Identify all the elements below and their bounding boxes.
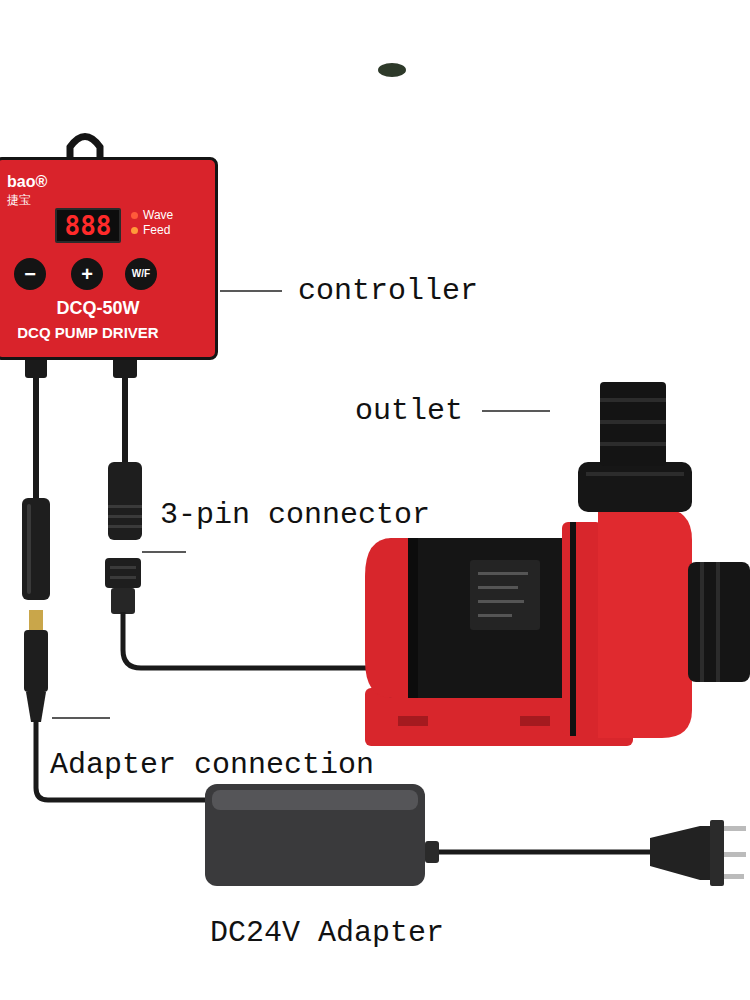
- leader-line: [482, 410, 550, 412]
- socket-thread: [108, 525, 142, 528]
- barrel-socket: [22, 498, 50, 600]
- display-window: 888: [55, 208, 121, 243]
- plus-button: +: [71, 258, 103, 290]
- pump-cable: [122, 378, 128, 464]
- strain-relief: [26, 692, 46, 722]
- print-line: [478, 614, 512, 617]
- dc-plug-body: [24, 630, 48, 692]
- pump-motor: [380, 538, 580, 698]
- pipe-rib: [600, 442, 666, 446]
- base-slot: [520, 716, 550, 726]
- print-line: [478, 600, 524, 603]
- volute-housing: [598, 508, 692, 738]
- callout-label: DC24V Adapter: [210, 918, 444, 948]
- minus-button: −: [14, 258, 46, 290]
- indicator-led: [131, 227, 138, 234]
- flange-gap: [570, 522, 576, 736]
- pipe-rib: [600, 398, 666, 402]
- brand-chinese: 捷宝: [7, 194, 31, 206]
- callout-label: Adapter connection: [50, 750, 374, 780]
- plug-rib: [110, 576, 136, 579]
- base-slot: [398, 716, 428, 726]
- outlet-pipe: [600, 382, 666, 466]
- plug-pin: [724, 826, 746, 831]
- digit-readout: 888: [65, 213, 112, 239]
- pin-plug-body: [111, 588, 135, 614]
- driver-title: DCQ PUMP DRIVER: [17, 325, 158, 340]
- power-cable: [33, 378, 39, 500]
- button-symbol: W/F: [132, 269, 150, 279]
- inlet-rib: [700, 562, 704, 682]
- adapter-socket: [425, 841, 439, 863]
- socket-highlight: [27, 504, 31, 594]
- motor-cap: [365, 538, 410, 698]
- outlet-union: [578, 462, 692, 512]
- socket-thread: [108, 515, 142, 518]
- model-name: DCQ-50W: [56, 299, 139, 317]
- leader-line: [142, 551, 186, 553]
- pin-socket: [108, 462, 142, 540]
- print-line: [478, 572, 528, 575]
- mains-plug-face: [710, 820, 724, 886]
- callout-label: outlet: [355, 396, 463, 426]
- adapter-highlight: [212, 790, 418, 810]
- mode-label: Wave: [143, 209, 173, 221]
- brand-logo: bao®: [7, 174, 47, 190]
- pipe-rib: [600, 420, 666, 424]
- mains-plug: [650, 826, 710, 880]
- button-symbol: −: [24, 264, 36, 284]
- print-panel: [470, 560, 540, 630]
- plug-pin: [724, 852, 746, 857]
- power-adapter: [205, 784, 425, 886]
- controller-box: bao® 捷宝 WaveFeedDCQ-50W DCQ PUMP DRIVER 888 −…: [0, 157, 218, 360]
- button-symbol: +: [81, 264, 93, 284]
- leader-line: [220, 290, 282, 292]
- mode-label: Feed: [143, 224, 170, 236]
- mains-cable: [439, 850, 655, 855]
- union-rib: [586, 472, 684, 476]
- inlet-rib: [716, 562, 720, 682]
- callout-label: 3-pin connector: [160, 500, 430, 530]
- speck: [378, 63, 406, 77]
- pin-plug: [105, 558, 141, 588]
- socket-thread: [108, 505, 142, 508]
- pump-flange: [562, 522, 602, 736]
- plug-pin: [724, 874, 744, 879]
- print-line: [478, 586, 518, 589]
- indicator-led: [131, 212, 138, 219]
- mode-button: W/F: [125, 258, 157, 290]
- cap-band: [408, 538, 418, 698]
- plug-rib: [110, 566, 136, 569]
- callout-label: controller: [298, 276, 478, 306]
- dc-plug-tip: [29, 610, 43, 632]
- inlet-fitting: [688, 562, 750, 682]
- pump-lead: [123, 612, 372, 668]
- leader-line: [52, 717, 110, 719]
